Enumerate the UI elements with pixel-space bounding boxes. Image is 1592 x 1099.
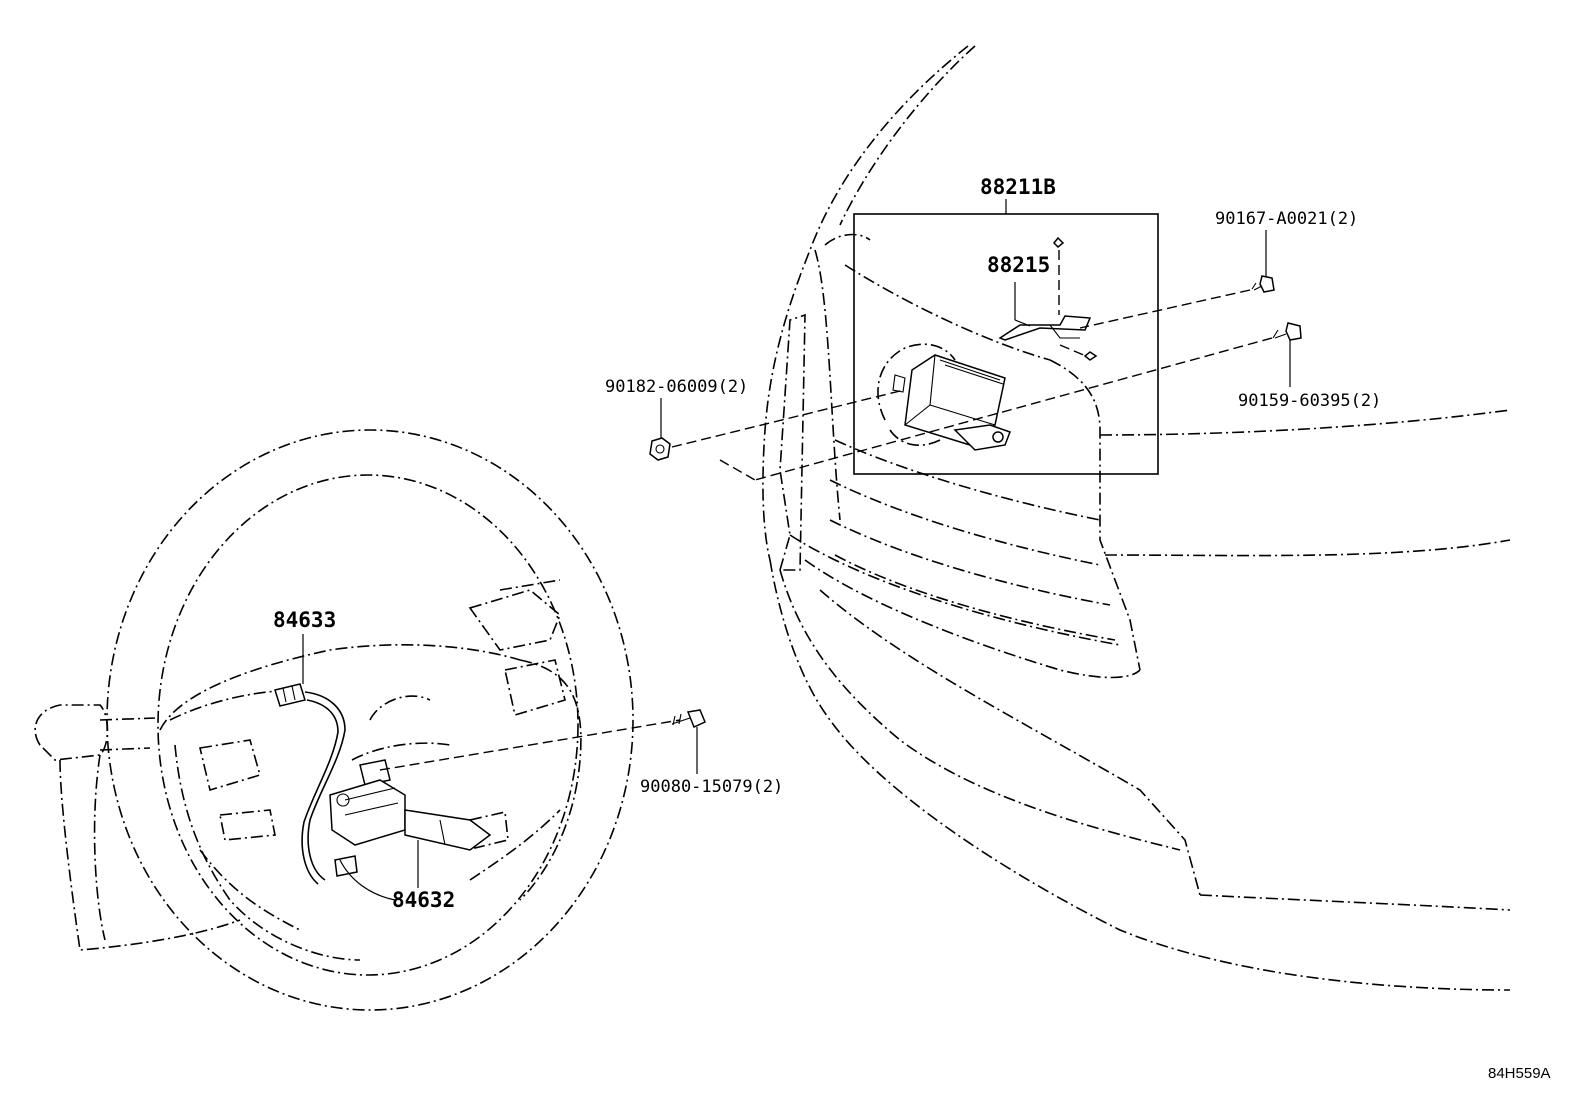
label-88215: 88215 [987,253,1050,277]
sensor-assembly-box [853,199,1159,475]
column-stalk [34,704,241,951]
label-90182-06009: 90182-06009(2) [605,377,748,397]
label-84632: 84632 [392,888,455,912]
wire-harness-84633 [274,634,346,885]
screw-90167 [1079,230,1275,329]
bracket-88215 [998,236,1098,361]
radar-sensor [877,343,1011,451]
label-90167-A0021: 90167-A0021(2) [1215,209,1358,229]
nut-90182 [649,389,905,481]
label-90159-60395: 90159-60395(2) [1238,391,1381,411]
label-90080-15079: 90080-15079(2) [640,777,783,797]
vehicle-front-outline [762,45,1511,991]
screw-90080 [671,709,706,774]
label-84633: 84633 [273,608,336,632]
diagram-reference-code: 84H559A [1488,1065,1551,1082]
switch-84632 [329,719,681,901]
bolt-90159 [754,322,1302,481]
label-88211B: 88211B [980,175,1056,199]
steering-wheel [106,429,634,1011]
